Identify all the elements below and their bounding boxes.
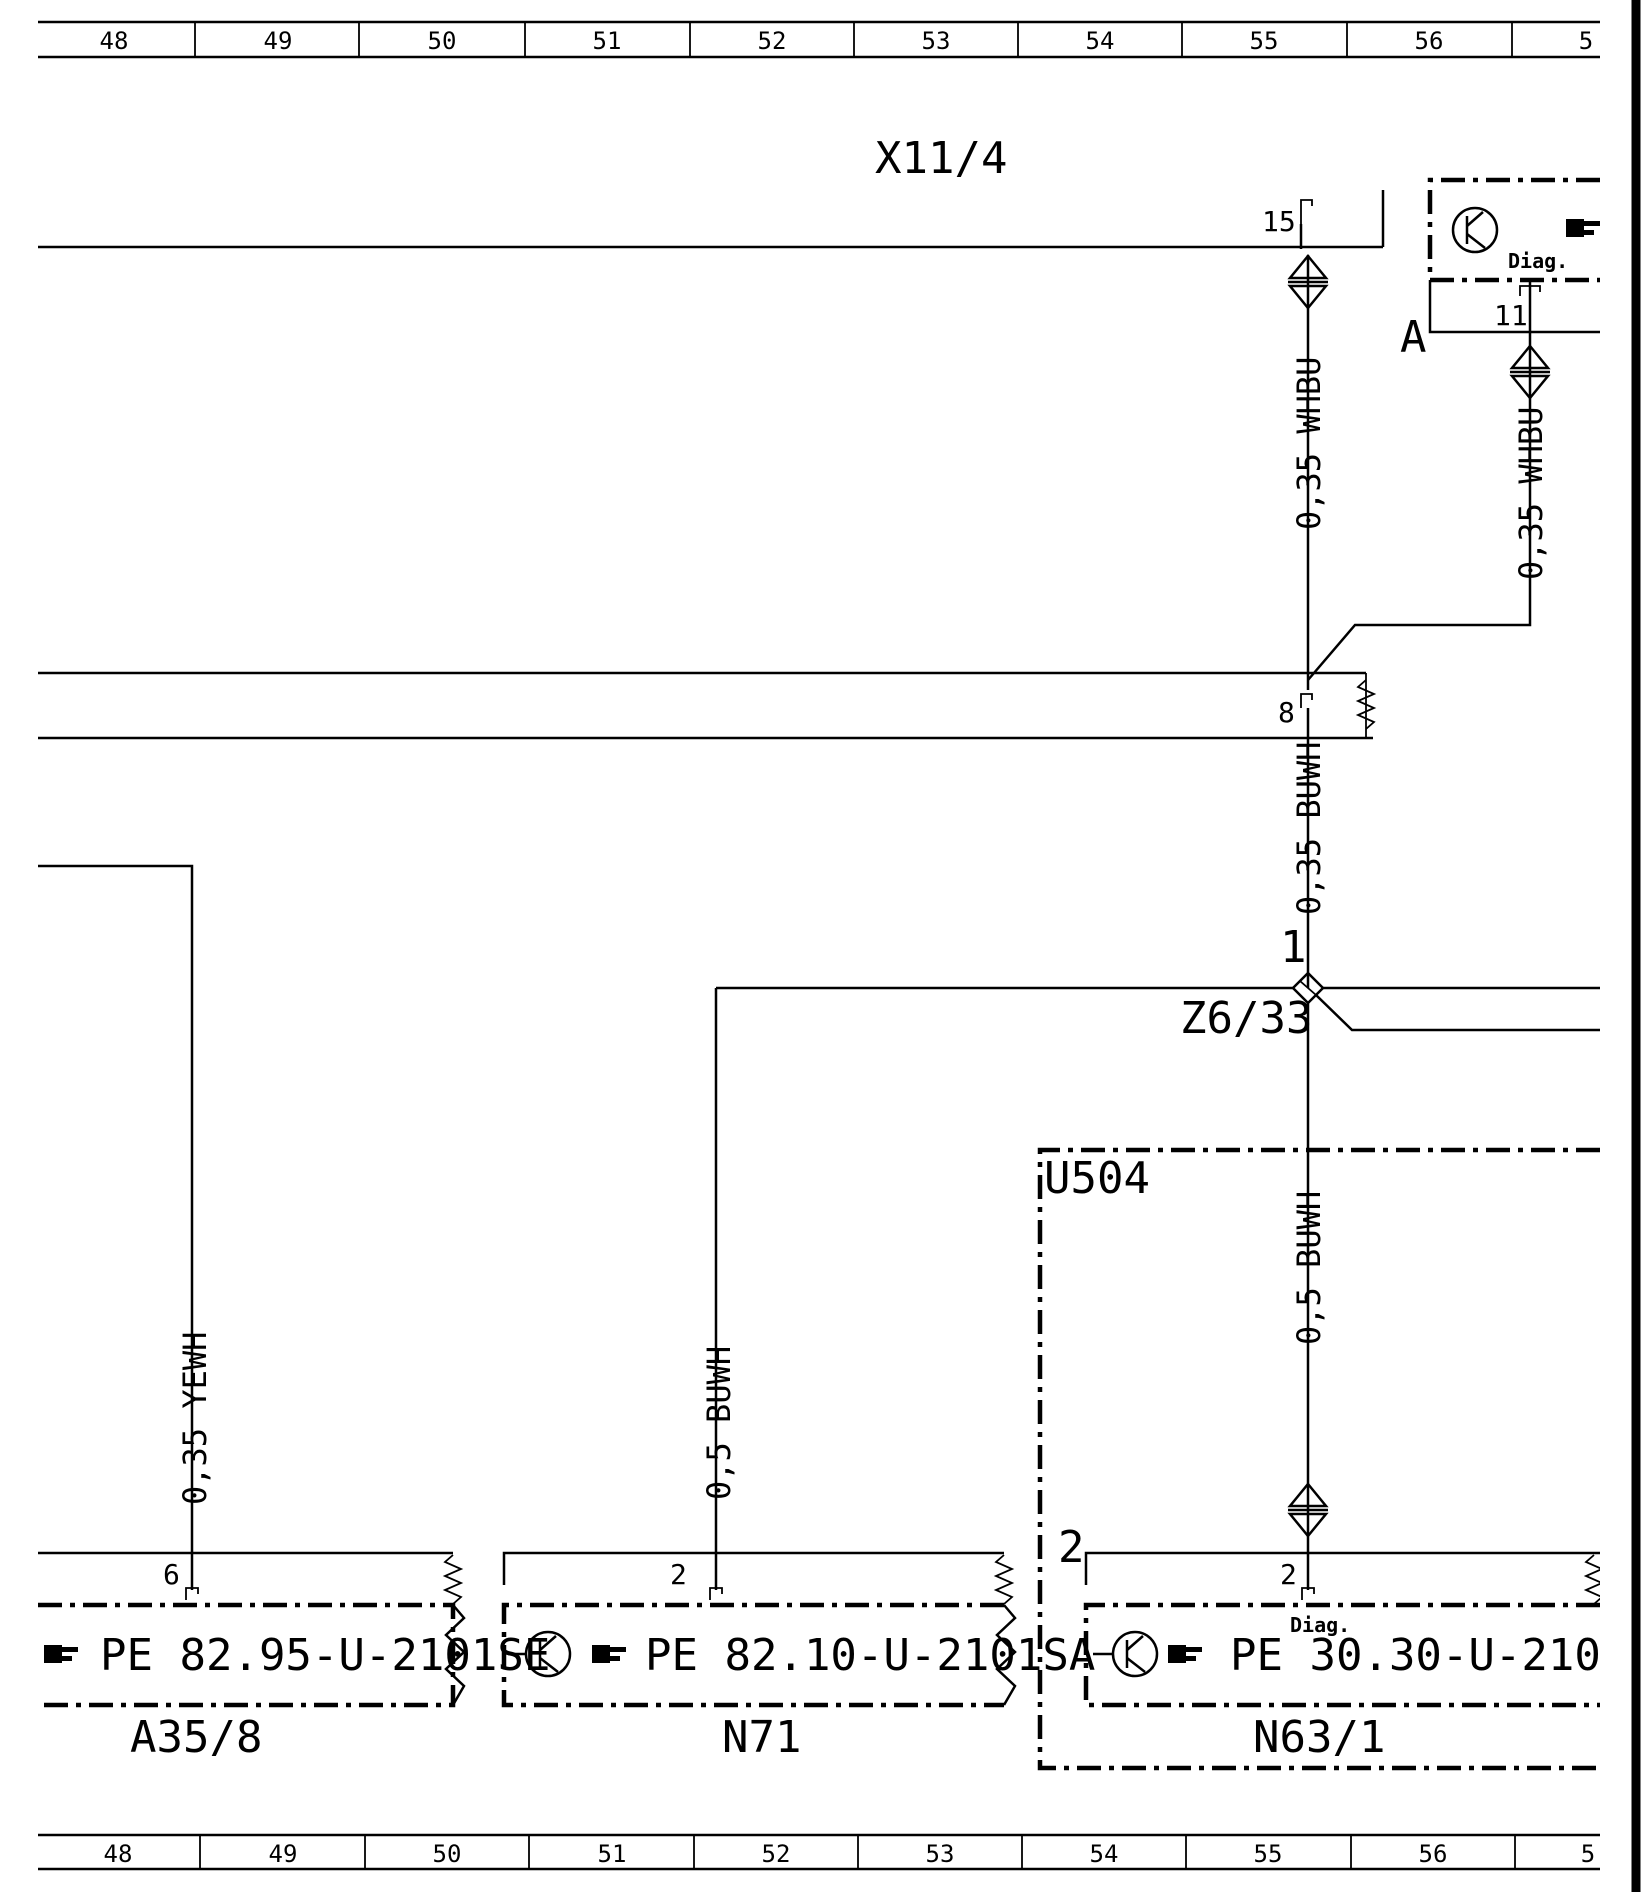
grid-cell-bottom: 53 xyxy=(926,1840,955,1868)
component-n71-label: N71 xyxy=(722,1712,801,1763)
connector-x11-4-label: X11/4 xyxy=(875,133,1007,184)
wire-label: 0,35 WHBU xyxy=(1290,357,1328,530)
grid-cell-top: 51 xyxy=(593,27,622,55)
wire-buwh-upper: 0,35 BUWH xyxy=(1290,708,1328,988)
group-u504: U504 2 xyxy=(1037,1147,1600,1771)
component-n63-1-pe: PE 30.30-U-2101SA xyxy=(1230,1630,1648,1681)
group-u504-pin: 2 xyxy=(1058,1522,1085,1573)
grid-cell-bottom: 55 xyxy=(1254,1840,1283,1868)
grid-cell-top: 52 xyxy=(758,27,787,55)
grid-cell-bottom: 49 xyxy=(269,1840,298,1868)
junction-pin-1: 1 xyxy=(1280,922,1307,973)
pin-15-label: 15 xyxy=(1262,205,1296,238)
grid-cell-top: 49 xyxy=(264,27,293,55)
grid-cell-top: 54 xyxy=(1086,27,1115,55)
grid-cell-bottom: 51 xyxy=(598,1840,627,1868)
wire-buwh-n71: 0,5 BUWH xyxy=(700,988,738,1590)
grid-cell-top: 55 xyxy=(1250,27,1279,55)
pin-8-label: 8 xyxy=(1278,696,1295,729)
component-n63-1-label: N63/1 xyxy=(1253,1712,1385,1763)
group-u504-label: U504 xyxy=(1044,1153,1150,1204)
component-a35-8: 6 PE 82.95-U-2101SE A35/8 xyxy=(38,1551,550,1763)
top-module-a-label: A xyxy=(1400,312,1427,363)
wire-label: 0,35 BUWH xyxy=(1290,742,1328,915)
wire-label: 0,5 BUWH xyxy=(700,1346,738,1500)
component-a35-8-label: A35/8 xyxy=(130,1712,262,1763)
wire-whbu-main: 0,35 WHBU xyxy=(1286,254,1532,690)
grid-cell-top: 48 xyxy=(100,27,129,55)
top-grid: 48 49 50 51 52 53 54 55 56 5 xyxy=(38,20,1600,59)
pin-2-label: 2 xyxy=(670,1558,687,1591)
junction-z6-33: 1 Z6/33 xyxy=(716,922,1600,1044)
grid-cell-top: 50 xyxy=(428,27,457,55)
grid-cell-top: 53 xyxy=(922,27,951,55)
component-a35-8-pe: PE 82.95-U-2101SE xyxy=(100,1630,550,1681)
grid-cell-top: 56 xyxy=(1415,27,1444,55)
pin-2-label: 2 xyxy=(1280,1558,1297,1591)
grid-cell-bottom: 54 xyxy=(1090,1840,1119,1868)
grid-cell-bottom: 52 xyxy=(762,1840,791,1868)
component-n63-1-diag: Diag. xyxy=(1290,1613,1350,1637)
wire-yewh-a35: 0,35 YEWH xyxy=(38,864,214,1590)
top-module: Diag. 11 A 0,35 WHBU xyxy=(1400,177,1600,580)
component-n71-pe: PE 82.10-U-2101SA xyxy=(645,1630,1095,1681)
connector-x11-4: X11/4 15 8 xyxy=(38,133,1385,740)
grid-cell-bottom: 56 xyxy=(1419,1840,1448,1868)
component-n63-1: 2 Diag. PE 30.30-U-2101SA N63/1 xyxy=(1083,1551,1648,1763)
junction-z6-33-label: Z6/33 xyxy=(1180,993,1312,1044)
pin-6-label: 6 xyxy=(163,1558,180,1591)
wire-label: 0,35 WHBU xyxy=(1512,407,1550,580)
grid-cell-bottom: 48 xyxy=(104,1840,133,1868)
grid-cell-bottom: 50 xyxy=(433,1840,462,1868)
grid-cell-bottom: 5 xyxy=(1581,1840,1595,1868)
component-n71: 2 PE 82.10-U-2101SA N71 xyxy=(501,1551,1095,1763)
pin-11-label: 11 xyxy=(1494,299,1528,332)
wire-label: 0,5 BUWH xyxy=(1290,1191,1328,1345)
top-module-diag: Diag. xyxy=(1508,249,1568,273)
grid-cell-top: 5 xyxy=(1579,27,1593,55)
wire-label: 0,35 YEWH xyxy=(176,1332,214,1505)
bottom-grid: 48 49 50 51 52 53 54 55 56 5 xyxy=(38,1833,1600,1871)
wire-buwh-n63: 0,5 BUWH xyxy=(1286,1003,1330,1590)
